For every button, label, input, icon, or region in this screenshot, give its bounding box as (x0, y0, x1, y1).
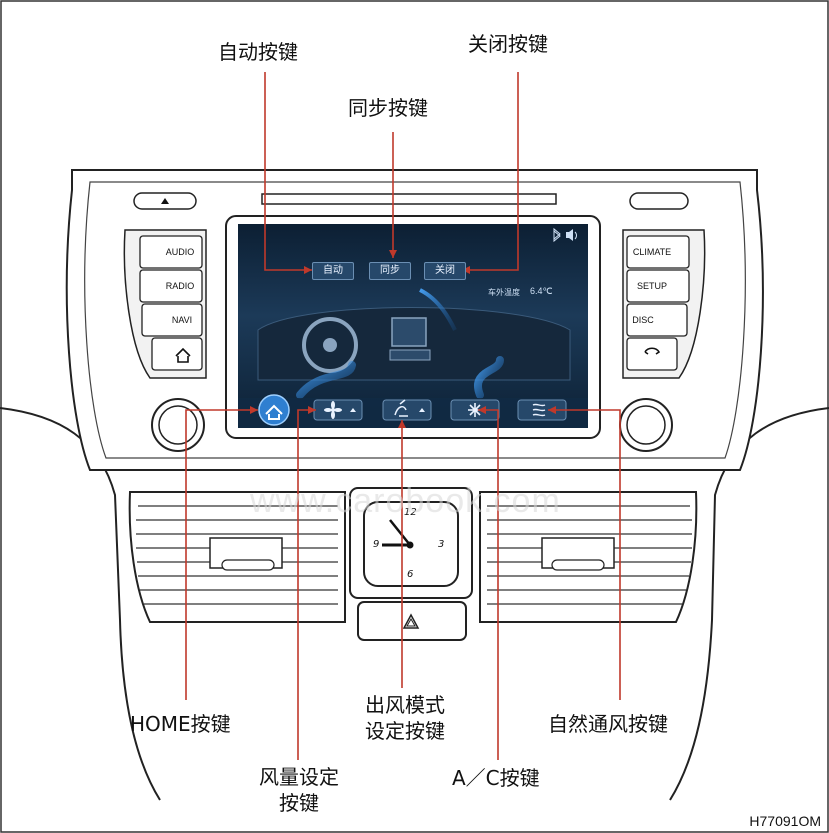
disc-slot (261, 193, 557, 205)
disc-button-label[interactable]: DISC (632, 315, 654, 325)
navi-button (141, 303, 203, 337)
steering-wheel (302, 317, 358, 373)
callout-fan-line1: 风量设定 (259, 765, 339, 789)
outside-temp-label: 车外温度 (488, 288, 520, 297)
hazard-icon (402, 613, 420, 629)
setup-button (626, 269, 690, 303)
screen-home-button (258, 394, 290, 426)
setup-button-label[interactable]: SETUP (636, 281, 667, 291)
callout-fan: 风量设定 按键 (243, 764, 355, 816)
radio-button (139, 269, 203, 303)
natural-vent-icon (532, 403, 546, 417)
climate-button-label[interactable]: CLIMATE (632, 247, 672, 257)
home-icon (265, 404, 283, 420)
audio-button-label[interactable]: AUDIO (165, 247, 195, 257)
navi-button-label[interactable]: NAVI (171, 315, 193, 325)
callout-mode: 出风模式 设定按键 (350, 692, 460, 744)
leader-off (462, 72, 519, 271)
dash-curve-left (0, 407, 161, 801)
phone-button (626, 337, 678, 371)
fan-icon (324, 401, 342, 419)
clock-numeral-6: 6 (407, 569, 414, 580)
callout-mode-line2: 设定按键 (365, 719, 445, 743)
callout-auto: 自动按键 (218, 40, 298, 64)
callout-off: 关闭按键 (468, 32, 548, 56)
outside-temp-value: 6.4℃ (530, 286, 553, 296)
screen-off-button[interactable]: 关闭 (424, 262, 466, 280)
phone-icon (644, 347, 661, 355)
clock-numeral-3: 3 (438, 539, 445, 550)
leader-home (185, 409, 258, 700)
clock-numeral-12: 12 (404, 507, 417, 518)
eject-icon (161, 198, 169, 204)
callout-home: HOME按键 (130, 712, 231, 736)
airflow-mode-icon (394, 399, 408, 417)
figure-id: H77091OM (749, 813, 821, 829)
disc-button (626, 303, 688, 337)
airflow-mode-button (382, 399, 432, 421)
callout-sync: 同步按键 (348, 96, 428, 120)
minute-hand (389, 519, 411, 546)
leader-natural (548, 409, 621, 700)
dash-curve-right (669, 407, 829, 801)
callout-fan-line2: 按键 (279, 791, 319, 815)
card-slot (629, 192, 689, 210)
radio-button-label[interactable]: RADIO (165, 281, 195, 291)
callout-mode-line1: 出风模式 (365, 693, 445, 717)
home-icon (175, 347, 191, 363)
clock-numeral-9: 9 (373, 539, 380, 550)
screen-auto-button[interactable]: 自动 (312, 262, 354, 280)
audio-button (139, 235, 203, 269)
callout-ac: A／C按键 (452, 766, 540, 790)
bluetooth-icon (553, 227, 561, 243)
screen-sync-button[interactable]: 同步 (369, 262, 411, 280)
climate-button (626, 235, 690, 269)
callout-natural: 自然通风按键 (548, 712, 668, 736)
leader-auto (264, 72, 312, 271)
volume-icon (566, 229, 573, 241)
watermark: www.carobook.com (250, 482, 561, 520)
